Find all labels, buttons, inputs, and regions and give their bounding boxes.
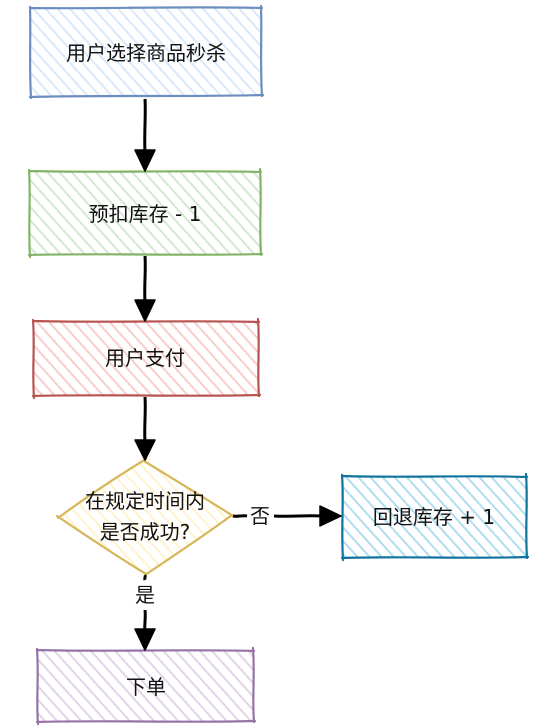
node-deduct-shape	[29, 171, 261, 255]
node-select-label: 用户选择商品秒杀	[66, 41, 226, 65]
arrowhead-down-icon	[134, 439, 156, 461]
node-select-shape	[30, 7, 262, 97]
edge-deduct-to-pay	[134, 255, 156, 322]
node-decision-label-line2: 是否成功?	[100, 520, 191, 544]
node-rollback-stock: 回退库存 + 1	[340, 472, 530, 562]
node-pay-label: 用户支付	[105, 346, 185, 370]
node-deduct-label: 预扣库存 - 1	[89, 202, 202, 226]
edge-yes-label: 是	[135, 583, 155, 607]
edge-no-label: 否	[250, 504, 270, 528]
edge-decision-no-line-b	[273, 514, 323, 518]
edge-decision-no-line-a	[232, 514, 248, 518]
node-rollback-label: 回退库存 + 1	[373, 505, 495, 529]
node-select-outline	[28, 4, 265, 100]
node-deduct-stock: 预扣库存 - 1	[27, 167, 264, 259]
edge-pay-to-decision-line	[143, 396, 147, 443]
edge-decision-no: 否	[232, 504, 342, 528]
node-order-shape	[37, 650, 254, 722]
node-rollback-shape	[342, 476, 527, 558]
node-select-stock: 用户选择商品秒杀	[28, 4, 265, 100]
node-decision-outline	[55, 457, 235, 577]
arrowhead-down-icon	[134, 628, 156, 651]
arrowhead-down-icon	[134, 299, 156, 322]
edge-decision-yes: 是	[134, 574, 156, 651]
node-decision-shape	[58, 460, 232, 574]
node-pay-shape	[33, 321, 259, 396]
node-order-label: 下单	[126, 675, 166, 699]
edge-decision-yes-line-a	[143, 574, 147, 581]
edge-select-to-deduct-line	[143, 98, 147, 153]
node-pay: 用户支付	[31, 317, 262, 400]
node-decision-label-line1: 在规定时间内	[85, 489, 205, 513]
edge-deduct-to-pay-line	[143, 255, 147, 303]
edge-pay-to-decision	[134, 396, 156, 461]
node-rollback-outline	[340, 472, 530, 562]
edge-select-to-deduct	[134, 98, 156, 172]
arrowhead-right-icon	[319, 505, 342, 527]
node-order: 下单	[35, 646, 257, 726]
arrowhead-down-icon	[134, 149, 156, 172]
node-decision: 在规定时间内 是否成功?	[55, 457, 235, 577]
